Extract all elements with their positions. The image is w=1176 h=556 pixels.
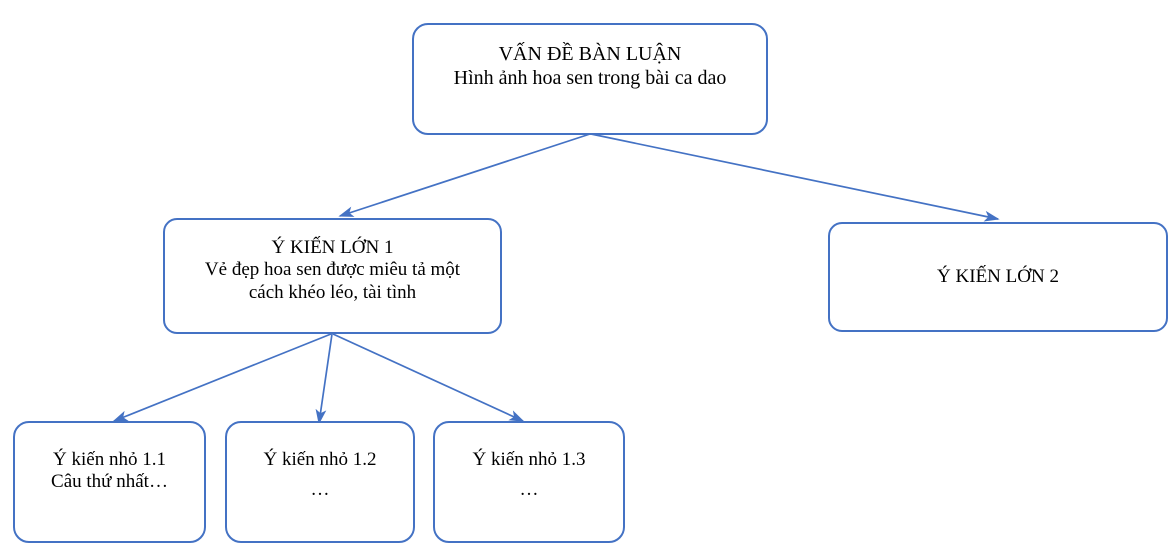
node-sub-idea-1-2-title: Ý kiến nhỏ 1.2: [263, 449, 377, 470]
node-main-idea-2[interactable]: Ý KIẾN LỚN 2: [828, 222, 1168, 332]
node-main-idea-2-title: Ý KIẾN LỚN 2: [937, 265, 1059, 287]
node-main-idea-1-title: Ý KIẾN LỚN 1: [271, 237, 394, 258]
node-main-idea-1-line2: Vẻ đẹp hoa sen được miêu tả một: [204, 259, 461, 281]
node-sub-idea-1-2[interactable]: Ý kiến nhỏ 1.2 …: [225, 421, 415, 543]
node-sub-idea-1-2-detail: …: [310, 479, 330, 501]
connector-root-to-main-2: [590, 133, 1000, 222]
node-sub-idea-1-3-title: Ý kiến nhỏ 1.3: [472, 449, 586, 470]
node-root-title: VẤN ĐỀ BÀN LUẬN: [498, 43, 682, 65]
node-main-idea-1[interactable]: Ý KIẾN LỚN 1 Vẻ đẹp hoa sen được miêu tả…: [163, 218, 502, 334]
connector-main-1-to-sub-1-1: [112, 333, 332, 422]
node-sub-idea-1-1[interactable]: Ý kiến nhỏ 1.1 Câu thứ nhất…: [13, 421, 206, 543]
connector-main-1-to-sub-1-2: [315, 333, 333, 425]
node-sub-idea-1-3[interactable]: Ý kiến nhỏ 1.3 …: [433, 421, 625, 543]
connector-root-to-main-1: [338, 133, 591, 217]
connector-main-1-to-sub-1-3: [332, 333, 525, 422]
node-sub-idea-1-1-title: Ý kiến nhỏ 1.1: [53, 449, 166, 470]
node-sub-idea-1-1-detail: Câu thứ nhất…: [51, 471, 168, 493]
node-main-idea-1-line3: cách khéo léo, tài tình: [248, 281, 417, 303]
node-root-problem[interactable]: VẤN ĐỀ BÀN LUẬN Hình ảnh hoa sen trong b…: [412, 23, 768, 135]
node-root-subtitle: Hình ảnh hoa sen trong bài ca dao: [453, 66, 727, 89]
node-sub-idea-1-3-detail: …: [519, 479, 539, 501]
